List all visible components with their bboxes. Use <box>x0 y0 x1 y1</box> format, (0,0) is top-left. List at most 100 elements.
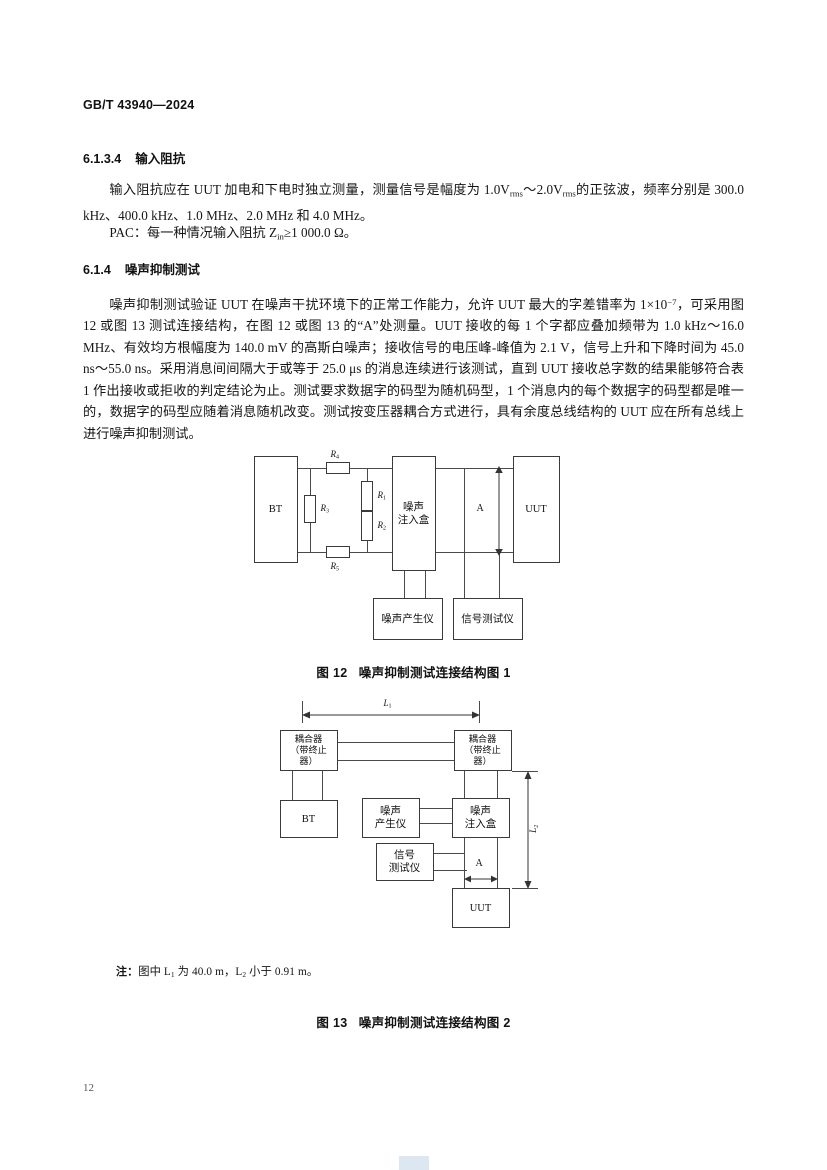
fig13-block-coupler-right: 耦合器 （带终止 器） <box>453 730 512 771</box>
fig12-label-r5: R5 <box>330 561 339 573</box>
fig13-wire-bt-b <box>321 771 323 800</box>
fig13-bus-wire-bottom <box>337 760 454 761</box>
figure-13-note: 注：图中 L1 为 40.0 m，L2 小于 0.91 m。 <box>116 963 318 979</box>
p1-sub-rms-2: rms <box>562 188 576 199</box>
fig13-wire-bt-a <box>291 771 293 800</box>
fig13-block-signal-tester: 信号 测试仪 <box>375 843 434 881</box>
fig12-block-bt: BT <box>253 456 298 563</box>
fig12-block-noise-injection: 噪声 注入盒 <box>391 456 436 571</box>
fig12-label-r2: R2 <box>377 520 386 532</box>
fig12-bt-label: BT <box>268 504 283 515</box>
running-head-standard-number: GB/T 43940—2024 <box>83 98 195 112</box>
fig12-wire-top-left <box>297 468 326 469</box>
paragraph-noise-rejection-test: 噪声抑制测试验证 UUT 在噪声干扰环境下的正常工作能力，允许 UUT 最大的字… <box>83 292 744 444</box>
fig13-measure-arrow <box>463 875 498 883</box>
fig13-label-l2: L2 <box>527 824 540 833</box>
figure-13-caption-title: 噪声抑制测试连接结构图 2 <box>358 1016 511 1030</box>
bottom-edge-marker <box>399 1156 429 1170</box>
figure-13-diagram: L1 耦合器 （带终止 器） 耦合器 （带终止 器） BT <box>264 698 564 948</box>
fig13-l2-tick-top <box>511 771 538 772</box>
fig13-coupler-right-label: 耦合器 （带终止 器） <box>464 734 501 766</box>
fig12-wire-drop-st-b <box>498 552 500 598</box>
fig13-wire-inj-a <box>463 771 465 800</box>
fig13-l2-tick-bottom <box>511 888 538 889</box>
fig13-noise-generator-label: 噪声 产生仪 <box>374 806 407 830</box>
paragraph-text: PAC：每一种情况输入阻抗 Zin≥1 000.0 Ω。 <box>83 222 744 248</box>
fig13-l1-tick-left <box>301 701 303 723</box>
note-sub-1: 1 <box>170 970 175 980</box>
figure-12-caption: 图 12 噪声抑制测试连接结构图 1 <box>0 662 827 681</box>
fig13-signal-tester-label: 信号 测试仪 <box>388 850 421 874</box>
fig12-wire-bottom-right <box>349 552 394 553</box>
fig13-l1-tick-right <box>478 701 480 723</box>
figure-12-caption-title: 噪声抑制测试连接结构图 1 <box>358 666 511 680</box>
note-label: 注： <box>116 966 139 978</box>
page-number: 12 <box>83 1082 94 1094</box>
fig12-wire-drop-ng-a <box>403 571 405 598</box>
fig12-resistor-r4 <box>325 462 350 474</box>
clause-title: 输入阻抗 <box>135 152 186 166</box>
p3-part2: ，可采用图 12 或图 13 测试连接结构，在图 12 或图 13 的“A”处测… <box>83 296 744 441</box>
fig12-wire-r1-top <box>366 468 368 481</box>
fig13-l2-dimension-arrow <box>524 771 531 889</box>
fig13-block-noise-injection: 噪声 注入盒 <box>451 798 510 838</box>
fig12-label-r3: R3 <box>320 503 329 515</box>
clause-heading-6-1-3-4: 6.1.3.4 输入阻抗 <box>83 148 185 167</box>
paragraph-pac-impedance: PAC：每一种情况输入阻抗 Zin≥1 000.0 Ω。 <box>83 222 744 248</box>
fig13-bt-label: BT <box>301 813 316 825</box>
fig13-wire-inj-b <box>496 771 498 800</box>
note-part1: 图中 L <box>138 966 171 978</box>
fig12-wire-bottom-left <box>297 552 326 553</box>
clause-number: 6.1.3.4 <box>83 152 122 166</box>
note-sub-2: 2 <box>242 970 247 980</box>
fig12-label-r4: R4 <box>330 449 339 461</box>
fig12-resistor-r3 <box>303 495 316 523</box>
fig13-block-noise-generator: 噪声 产生仪 <box>361 798 420 838</box>
fig13-block-bt: BT <box>279 800 338 838</box>
fig13-bus-wire-top <box>337 742 454 743</box>
fig12-wire-drop-st-a <box>463 468 465 598</box>
fig13-wire-st-a <box>433 853 464 854</box>
fig12-wire-drop-ng-b <box>424 571 426 598</box>
fig13-wire-uut-b <box>496 838 498 888</box>
fig13-wire-uut-a <box>463 838 465 888</box>
fig12-noise-injection-label: 噪声 注入盒 <box>397 501 430 526</box>
fig13-noise-injection-label: 噪声 注入盒 <box>464 806 497 830</box>
fig13-wire-st-b <box>433 870 467 871</box>
fig12-wire-r2-bottom <box>366 541 368 552</box>
figure-13-caption-label: 图 13 <box>316 1016 348 1030</box>
p2-sub-in: in <box>277 231 284 242</box>
fig12-wire-top-mid <box>348 468 367 469</box>
fig13-wire-ng-inj-top <box>419 808 452 809</box>
fig13-label-measure-point: A <box>475 858 483 869</box>
fig13-wire-ng-inj-bottom <box>419 823 452 824</box>
p1-sub-rms-1: rms <box>509 188 523 199</box>
clause-title: 噪声抑制测试 <box>124 263 200 277</box>
fig12-block-uut: UUT <box>512 456 560 563</box>
fig12-block-signal-tester: 信号测试仪 <box>452 598 523 640</box>
p3-part1: 噪声抑制测试验证 UUT 在噪声干扰环境下的正常工作能力，允许 UUT 最大的字… <box>109 296 668 312</box>
fig12-uut-label: UUT <box>525 504 547 515</box>
fig12-measure-arrow <box>494 466 503 556</box>
p1-part2: ～2.0V <box>522 182 563 197</box>
fig12-block-noise-generator: 噪声产生仪 <box>372 598 443 640</box>
fig12-wire-out-bottom <box>435 552 514 553</box>
fig13-block-coupler-left: 耦合器 （带终止 器） <box>279 730 338 771</box>
fig12-wire-out-top <box>435 468 514 469</box>
figure-13-caption: 图 13 噪声抑制测试连接结构图 2 <box>0 1012 827 1031</box>
fig12-resistor-r5 <box>325 546 350 558</box>
fig12-wire-r3-top <box>309 468 311 495</box>
p2-part2: ≥1 000.0 Ω。 <box>283 225 357 240</box>
fig13-l1-dimension-arrow <box>301 711 480 719</box>
note-part2: 为 40.0 m，L <box>174 966 243 978</box>
figure-12: BT R4 R3 R1 <box>0 448 827 681</box>
fig13-label-l1: L1 <box>383 698 392 710</box>
p3-sup-exponent: −7 <box>667 297 677 307</box>
fig12-resistor-r2 <box>360 511 373 541</box>
p2-part1: PAC：每一种情况输入阻抗 Z <box>109 225 278 240</box>
paragraph-text: 输入阻抗应在 UUT 加电和下电时独立测量，测量信号是幅度为 1.0Vrms～2… <box>83 179 744 226</box>
fig13-coupler-left-label: 耦合器 （带终止 器） <box>290 734 327 766</box>
fig12-wire-top-right <box>366 468 394 469</box>
